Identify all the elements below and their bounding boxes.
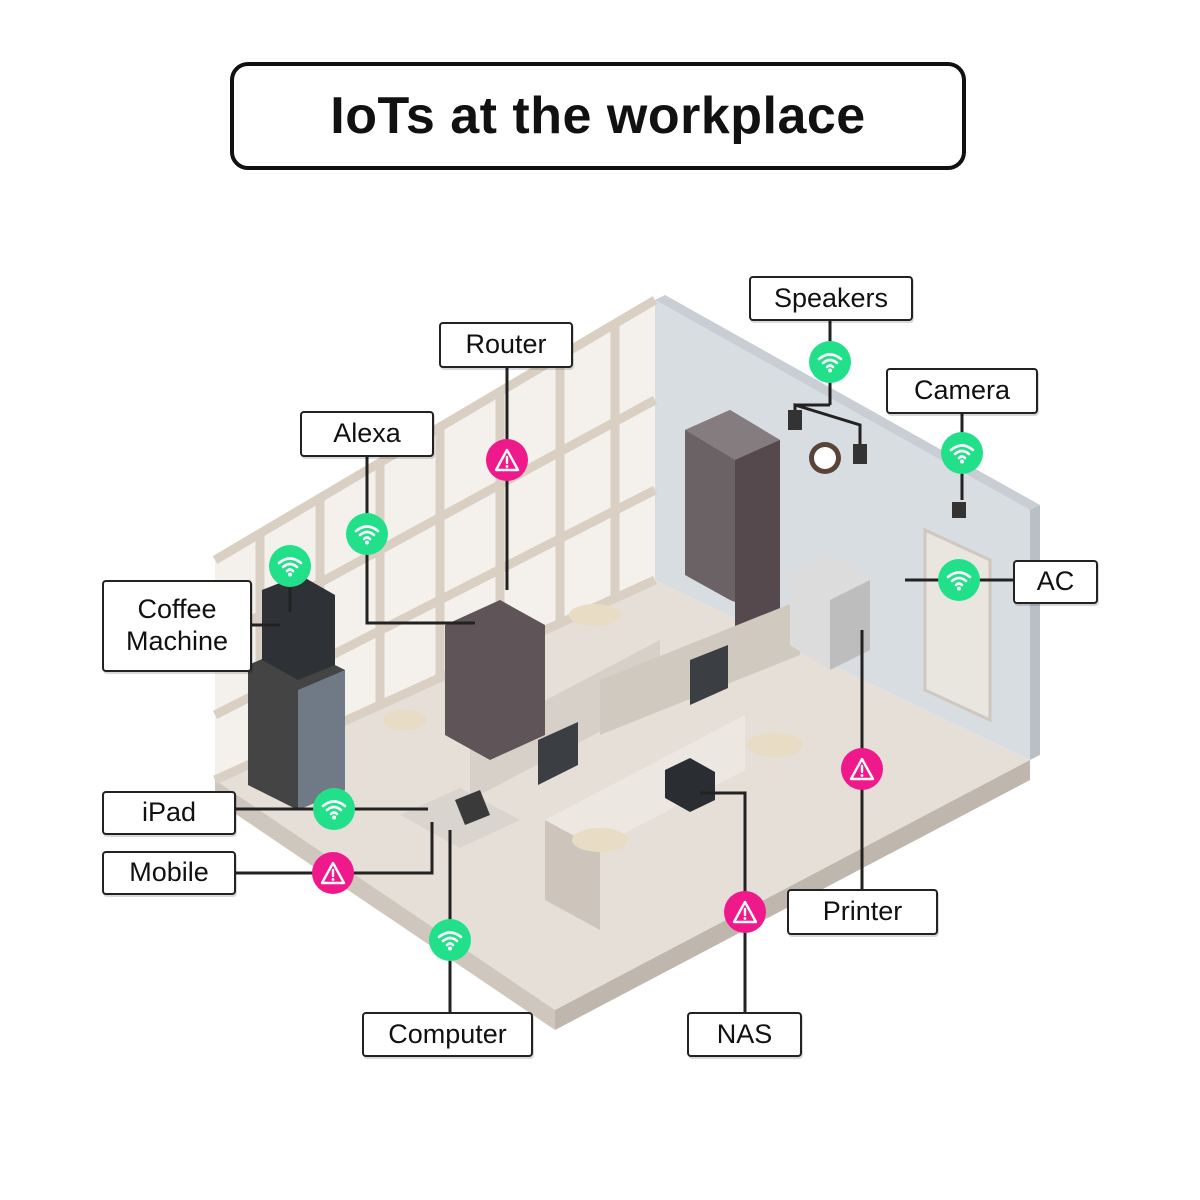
label-router: Router [439, 322, 573, 368]
label-camera-text: Camera [913, 375, 1011, 406]
label-speakers-text: Speakers [773, 282, 889, 313]
nas-warning-icon [724, 891, 766, 933]
label-printer-text: Printer [822, 896, 903, 927]
label-mobile-text: Mobile [129, 857, 209, 888]
mobile-warning-icon [312, 852, 354, 894]
label-computer-text: Computer [388, 1018, 507, 1049]
label-camera: Camera [886, 368, 1038, 414]
ac-wifi-icon [938, 559, 980, 601]
label-alexa-text: Alexa [333, 418, 401, 449]
page-title: IoTs at the workplace [330, 87, 866, 145]
label-ac-text: AC [1036, 566, 1075, 597]
router-warning-icon [486, 439, 528, 481]
camera-wifi-icon [941, 432, 983, 474]
label-nas: NAS [687, 1012, 802, 1057]
label-alexa: Alexa [300, 411, 434, 457]
printer-warning-icon [841, 748, 883, 790]
label-ipad: iPad [102, 791, 236, 835]
ipad-wifi-icon [313, 788, 355, 830]
label-speakers: Speakers [749, 276, 913, 321]
label-ipad-text: iPad [141, 797, 197, 828]
title-box: IoTs at the workplace [230, 62, 966, 170]
label-coffee-machine: Coffee Machine [102, 580, 252, 672]
speakers-wifi-icon [809, 341, 851, 383]
label-mobile: Mobile [102, 851, 236, 895]
label-nas-text: NAS [716, 1018, 773, 1049]
label-printer: Printer [787, 889, 938, 935]
label-ac: AC [1013, 560, 1098, 604]
label-router-text: Router [465, 329, 547, 360]
coffee-wifi-icon [269, 545, 311, 587]
alexa-wifi-icon [346, 513, 388, 555]
label-computer: Computer [362, 1012, 533, 1057]
computer-wifi-icon [429, 919, 471, 961]
label-coffee-text: Coffee Machine [125, 594, 229, 656]
